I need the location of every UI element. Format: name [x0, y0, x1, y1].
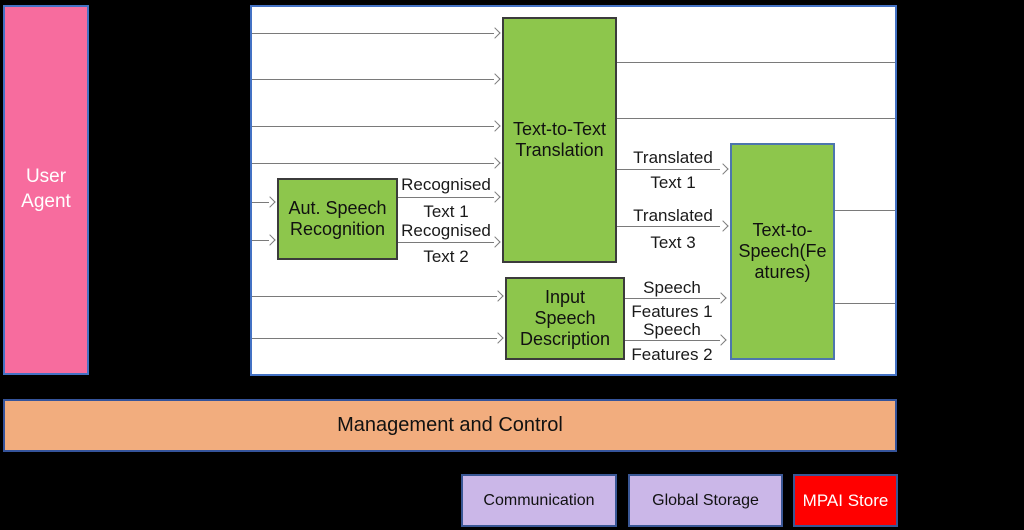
connector-input-2: [252, 79, 494, 80]
module-text-translation: Text-to-Text Translation: [502, 17, 617, 263]
io-label: Recognised: [401, 175, 491, 194]
connector-input-8: [252, 338, 497, 339]
connector-ttt-output-1: [616, 62, 895, 63]
io-label: Speech: [643, 278, 701, 297]
communication-label: Communication: [483, 491, 595, 509]
connector-recognised-text-2: [398, 242, 494, 243]
connector-tts-output-1: [834, 210, 895, 211]
connector-input-3: [252, 126, 494, 127]
connector-ttt-output-2: [616, 118, 895, 119]
global-storage-label: Global Storage: [652, 491, 759, 509]
mpai-store-label: MPAI Store: [802, 490, 889, 510]
module-text-to-speech-label: Text-to- Speech(Fe atures): [738, 219, 827, 283]
management-and-control-bar: Management and Control: [3, 399, 897, 452]
module-text-translation-label: Text-to-Text Translation: [512, 118, 607, 160]
io-label: Features 1: [631, 302, 713, 321]
io-label: Translated: [633, 148, 713, 167]
communication-box: Communication: [461, 474, 617, 527]
io-label: Translated: [633, 206, 713, 225]
connector-translated-text-1: [616, 169, 720, 170]
io-label: Speech: [643, 320, 701, 339]
mpai-store-box: MPAI Store: [793, 474, 898, 527]
user-agent-label: User Agent: [21, 166, 71, 212]
io-label: Recognised: [401, 221, 491, 240]
io-label: Features 2: [631, 345, 713, 364]
io-label: Text 1: [423, 202, 469, 221]
user-agent-box: User Agent: [3, 5, 89, 375]
management-and-control-label: Management and Control: [337, 414, 563, 436]
connector-tts-output-2: [834, 303, 895, 304]
connector-input-1: [252, 33, 494, 34]
connector-input-4: [252, 163, 494, 164]
global-storage-box: Global Storage: [628, 474, 783, 527]
connector-input-5: [252, 202, 269, 203]
module-input-speech-description: Input Speech Description: [505, 277, 625, 360]
module-speech-recognition-label: Aut. Speech Recognition: [288, 197, 387, 239]
connector-speech-features-2: [624, 340, 720, 341]
io-label: Text 1: [650, 173, 696, 192]
io-label: Text 2: [423, 247, 469, 266]
connector-speech-features-1: [624, 298, 720, 299]
module-text-to-speech: Text-to- Speech(Fe atures): [730, 143, 835, 360]
io-label: Text 3: [650, 233, 696, 252]
connector-input-7: [252, 296, 497, 297]
connector-recognised-text-1: [398, 197, 494, 198]
module-speech-recognition: Aut. Speech Recognition: [277, 178, 398, 260]
connector-translated-text-3: [616, 226, 720, 227]
module-input-speech-description-label: Input Speech Description: [519, 286, 611, 350]
connector-input-6: [252, 240, 269, 241]
